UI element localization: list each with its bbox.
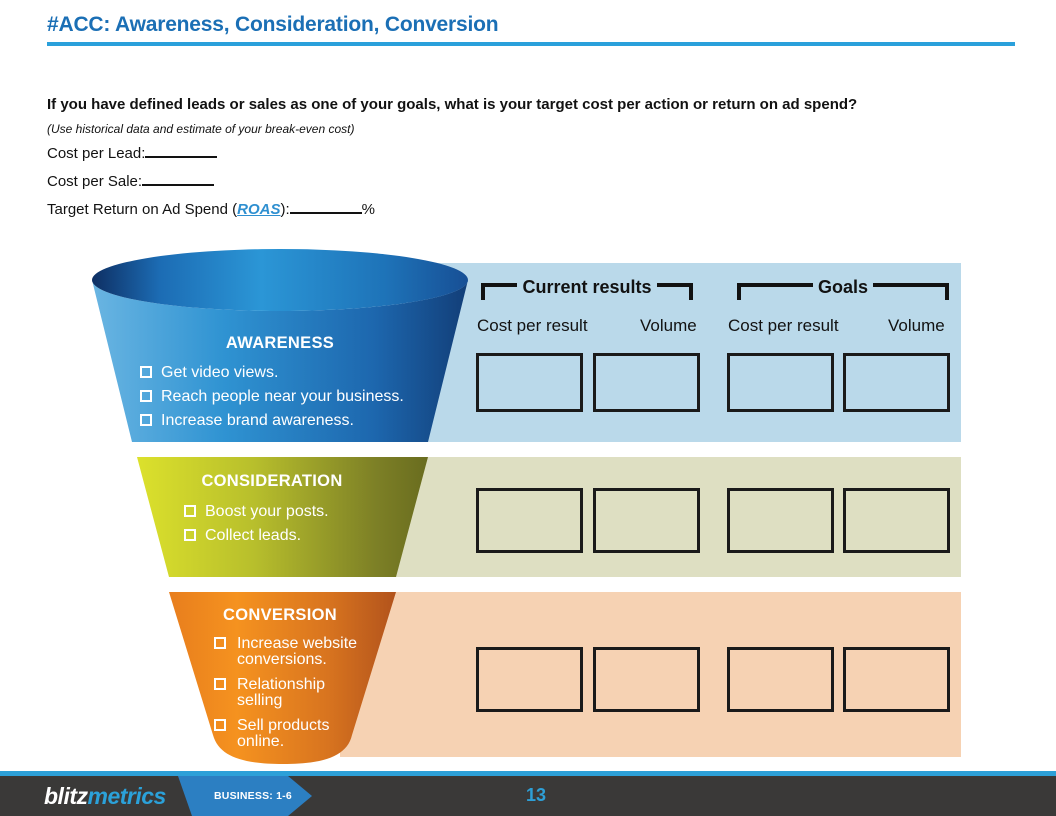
cost-per-lead-blank[interactable] <box>145 145 218 158</box>
conversion-goal-cost-cell[interactable] <box>727 647 834 712</box>
goals-label: Goals <box>817 277 869 297</box>
awareness-goal-cost-cell[interactable] <box>727 353 834 412</box>
cost-per-sale-label: Cost per Sale: <box>47 173 143 190</box>
checklist-item-label: Collect leads. <box>205 526 302 544</box>
checkbox-icon[interactable] <box>214 678 226 690</box>
checklist-item-label: Increase website conversions. <box>237 635 358 668</box>
roas-unit: % <box>361 201 375 218</box>
roas-link[interactable]: ROAS <box>237 201 281 218</box>
checkbox-icon[interactable] <box>214 719 226 731</box>
cost-per-sale-blank[interactable] <box>142 173 215 186</box>
logo-blitz: blitz <box>44 783 88 809</box>
title-underline <box>47 42 1015 46</box>
current-results-label: Current results <box>522 277 652 297</box>
checklist-item: Boost your posts. <box>184 504 329 520</box>
checklist-item-label: Sell products online. <box>237 717 330 750</box>
cost-per-sale-row: Cost per Sale: <box>47 173 215 190</box>
question-note: (Use historical data and estimate of you… <box>47 122 355 136</box>
business-badge-label: BUSINESS: 1-6 <box>214 790 292 802</box>
conversion-current-volume-cell[interactable] <box>593 647 700 712</box>
goals-header: Goals <box>737 277 949 300</box>
footer-bar <box>0 776 1056 816</box>
checklist-item-label: Boost your posts. <box>205 503 329 520</box>
awareness-checklist: Get video views. Reach people near your … <box>140 365 404 429</box>
column-header-volume-goal: Volume <box>888 316 945 335</box>
bracket-left-icon <box>737 283 813 300</box>
checklist-item-label: Increase brand awareness. <box>161 412 354 429</box>
checklist-item: Relationship selling <box>214 677 357 708</box>
column-header-cost-current: Cost per result <box>477 316 588 335</box>
cost-per-lead-row: Cost per Lead: <box>47 145 218 162</box>
checkbox-icon[interactable] <box>140 366 152 378</box>
checkbox-icon[interactable] <box>140 390 152 402</box>
consideration-stage-title: CONSIDERATION <box>201 472 343 490</box>
conversion-goal-volume-cell[interactable] <box>843 647 950 712</box>
current-results-header: Current results <box>481 277 694 300</box>
checkbox-icon[interactable] <box>184 528 196 541</box>
bracket-right-icon <box>873 283 949 300</box>
checklist-item: Increase brand awareness. <box>140 413 404 429</box>
checklist-item-label: Reach people near your business. <box>161 388 404 405</box>
bracket-right-icon <box>656 283 694 300</box>
business-section-badge: BUSINESS: 1-6 <box>178 776 312 816</box>
roas-label-prefix: Target Return on Ad Spend ( <box>47 201 238 218</box>
conversion-current-cost-cell[interactable] <box>476 647 583 712</box>
checkbox-icon[interactable] <box>214 637 226 649</box>
consideration-checklist: Boost your posts. Collect leads. <box>184 504 329 543</box>
page-title: #ACC: Awareness, Consideration, Conversi… <box>47 13 499 36</box>
consideration-goal-volume-cell[interactable] <box>843 488 950 553</box>
checklist-item: Increase website conversions. <box>214 636 357 667</box>
awareness-stage-title: AWARENESS <box>225 334 335 352</box>
checkbox-icon[interactable] <box>184 505 196 517</box>
roas-blank[interactable] <box>289 201 362 214</box>
checklist-item-label: Get video views. <box>161 364 279 381</box>
bracket-left-icon <box>481 283 518 300</box>
roas-row: Target Return on Ad Spend (ROAS):% <box>47 201 375 218</box>
awareness-current-cost-cell[interactable] <box>476 353 583 412</box>
checklist-item: Reach people near your business. <box>140 389 404 405</box>
blitzmetrics-logo: blitzmetrics <box>44 783 166 810</box>
column-header-cost-goal: Cost per result <box>728 316 839 335</box>
consideration-current-cost-cell[interactable] <box>476 488 583 553</box>
checklist-item: Sell products online. <box>214 718 357 749</box>
checklist-item-label: Relationship selling <box>237 676 326 709</box>
conversion-band <box>340 592 961 757</box>
roas-label-suffix: ): <box>280 201 290 218</box>
logo-metrics: metrics <box>87 783 167 809</box>
checkbox-icon[interactable] <box>140 414 152 426</box>
cost-per-lead-label: Cost per Lead: <box>47 145 146 162</box>
page-number: 13 <box>525 785 547 805</box>
consideration-current-volume-cell[interactable] <box>593 488 700 553</box>
awareness-goal-volume-cell[interactable] <box>843 353 950 412</box>
goal-question: If you have defined leads or sales as on… <box>47 96 858 113</box>
conversion-checklist: Increase website conversions. Relationsh… <box>214 636 357 749</box>
checklist-item: Get video views. <box>140 365 404 381</box>
awareness-band <box>410 263 961 442</box>
column-header-volume-current: Volume <box>640 316 697 335</box>
conversion-stage-title: CONVERSION <box>223 606 337 624</box>
footer-accent-line <box>0 771 1056 776</box>
consideration-goal-cost-cell[interactable] <box>727 488 834 553</box>
awareness-current-volume-cell[interactable] <box>593 353 700 412</box>
checklist-item: Collect leads. <box>184 526 329 544</box>
